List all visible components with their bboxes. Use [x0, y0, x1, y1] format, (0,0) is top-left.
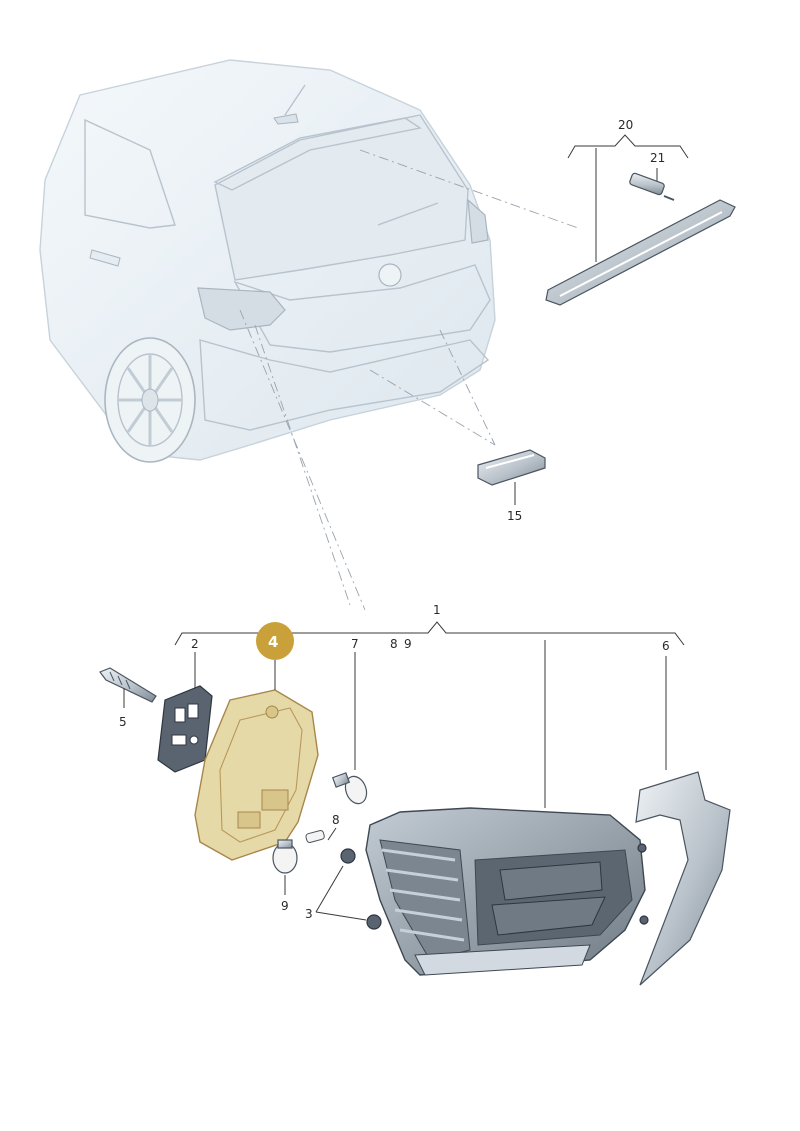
- callout-21: 21: [650, 151, 665, 165]
- bulb-carrier-part-4: [194, 660, 319, 861]
- bracket-20: [567, 134, 689, 159]
- leader-3: [315, 865, 367, 921]
- callout-15: 15: [507, 509, 522, 523]
- callout-6: 6: [662, 639, 670, 653]
- callout-8: 8: [332, 813, 340, 827]
- bulb-part-7: [331, 772, 368, 805]
- bolt-part-5: [99, 667, 157, 703]
- tail-light-housing: [365, 807, 649, 976]
- vehicle-illustration: [39, 59, 496, 463]
- tailgate-line: [233, 264, 491, 353]
- leader-taillight-b: [254, 324, 351, 606]
- callout-9-header: 9: [404, 637, 412, 651]
- callout-9: 9: [281, 899, 289, 913]
- nut-part-3a: [340, 848, 356, 864]
- bulb-part-9: [272, 839, 298, 874]
- bracket-1: [174, 621, 685, 646]
- taillight-left-on-car: [197, 287, 286, 331]
- antenna-base: [273, 113, 299, 125]
- callout-1: 1: [433, 603, 441, 617]
- callout-2: 2: [191, 637, 199, 651]
- license-plate-light: [477, 449, 546, 486]
- leader-brake-light: [359, 149, 579, 229]
- brake-light-lens: [559, 211, 723, 297]
- nut-part-3b: [366, 914, 382, 930]
- bulb-holder-21: [629, 172, 675, 201]
- side-window: [84, 118, 176, 229]
- taillight-right-on-car: [467, 198, 489, 244]
- rear-wiper: [377, 202, 439, 226]
- plate-light-lens: [485, 454, 535, 469]
- callout-20: 20: [618, 118, 633, 132]
- roof-spoiler: [213, 117, 422, 191]
- highlight-badge: [256, 622, 294, 660]
- callout-4: 4: [268, 633, 278, 651]
- callout-8-header: 8: [390, 637, 398, 651]
- door-handle: [89, 249, 121, 267]
- antenna: [284, 84, 306, 116]
- badge-emblem: [378, 263, 402, 287]
- leader-taillight-a: [239, 309, 366, 611]
- seal-part-6: [635, 771, 731, 986]
- rear-window: [214, 114, 469, 281]
- rear-wheel: [104, 337, 196, 463]
- gasket-part-2: [157, 685, 213, 773]
- bulb-part-8: [305, 829, 325, 843]
- leader-8: [327, 827, 337, 841]
- callout-5: 5: [119, 715, 127, 729]
- leader-plate-light-b: [439, 329, 496, 446]
- bumper: [199, 339, 490, 431]
- callout-3: 3: [305, 907, 313, 921]
- license-plate-light-assembly: 15: [477, 449, 546, 523]
- callout-7: 7: [351, 637, 359, 651]
- leader-plate-light-a: [369, 369, 496, 446]
- high-brake-light-assembly: 20 21: [545, 118, 736, 306]
